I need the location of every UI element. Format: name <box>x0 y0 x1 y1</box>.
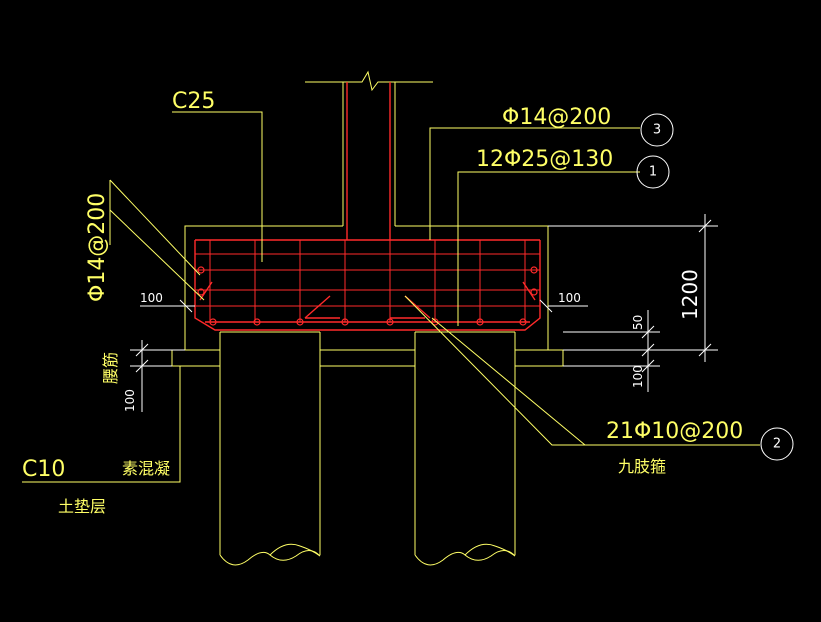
label-bottom-bar: 12Φ25@130 <box>476 147 613 172</box>
blinding-layer <box>171 349 564 367</box>
dim-cover-left: 100 <box>140 291 163 305</box>
pile-right <box>414 331 516 566</box>
label-blinding-material: 素混凝 <box>122 459 170 478</box>
label-blinding-layer: 土垫层 <box>58 497 106 516</box>
label-blinding-grade: C10 <box>22 457 65 482</box>
svg-text:3: 3 <box>653 123 661 138</box>
rebar-cage <box>194 82 541 331</box>
label-waist-bar: 腰筋 <box>101 352 120 384</box>
label-concrete-grade: C25 <box>172 89 215 114</box>
callout-3: 3 <box>640 113 674 147</box>
svg-text:1: 1 <box>649 165 657 180</box>
dimension-lines <box>130 214 718 412</box>
dim-blinding-right: 100 <box>631 365 645 388</box>
pile-cap-outline <box>184 225 549 351</box>
callout-1: 1 <box>636 155 670 189</box>
pile-left <box>219 331 321 566</box>
callout-2: 2 <box>760 427 794 461</box>
column-outline <box>305 70 433 226</box>
label-stirrup-type: 九肢箍 <box>618 457 666 476</box>
label-top-bar: Φ14@200 <box>502 105 611 130</box>
label-side-bar: Φ14@200 <box>85 193 110 302</box>
label-stirrup: 21Φ10@200 <box>606 419 743 444</box>
dim-blinding-left: 100 <box>123 389 137 412</box>
dim-cover-right: 100 <box>558 291 581 305</box>
leader-lines <box>22 111 760 483</box>
dim-depth: 1200 <box>678 269 702 320</box>
dim-pile-embed: 50 <box>631 315 645 330</box>
svg-text:2: 2 <box>773 437 781 452</box>
